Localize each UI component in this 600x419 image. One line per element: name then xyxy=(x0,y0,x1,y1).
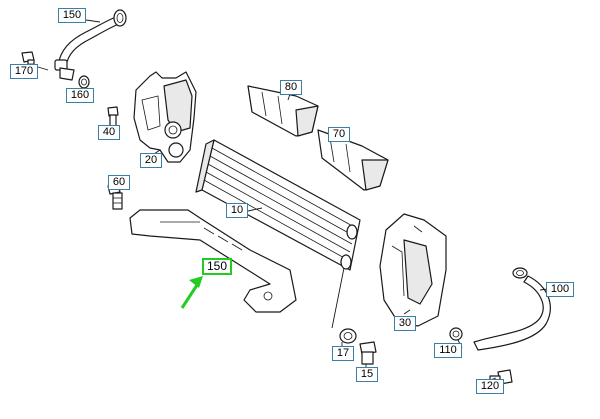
callout-70[interactable]: 70 xyxy=(328,127,350,142)
hose-part-150 xyxy=(54,9,127,71)
callout-40[interactable]: 40 xyxy=(98,125,120,140)
plug-part-15 xyxy=(359,341,377,365)
shroud-part-30 xyxy=(379,213,447,327)
callout-10[interactable]: 10 xyxy=(226,203,248,218)
hose-part-100 xyxy=(473,267,551,351)
callout-150-top[interactable]: 150 xyxy=(58,8,86,23)
air-duct-part-80 xyxy=(247,85,319,137)
callout-170[interactable]: 170 xyxy=(10,64,38,79)
fitting-part-160 xyxy=(59,67,90,89)
callout-110[interactable]: 110 xyxy=(434,343,462,358)
callout-150-highlighted[interactable]: 150 xyxy=(202,258,232,275)
callout-100[interactable]: 100 xyxy=(546,282,574,297)
seal-part-110 xyxy=(449,327,463,341)
callout-30[interactable]: 30 xyxy=(394,316,416,331)
lower-bracket-part-150 xyxy=(129,209,297,313)
bracket-part-20 xyxy=(133,71,197,163)
callout-60[interactable]: 60 xyxy=(108,175,130,190)
highlight-arrow-icon xyxy=(180,276,203,309)
callout-20[interactable]: 20 xyxy=(140,153,162,168)
radiator-part-10 xyxy=(195,139,361,271)
callout-17[interactable]: 17 xyxy=(332,346,354,361)
callout-160[interactable]: 160 xyxy=(66,88,94,103)
air-duct-part-70 xyxy=(317,129,389,191)
seal-part-17 xyxy=(339,328,357,344)
callout-80[interactable]: 80 xyxy=(280,80,302,95)
callout-15[interactable]: 15 xyxy=(356,367,378,382)
callout-120[interactable]: 120 xyxy=(476,379,504,394)
